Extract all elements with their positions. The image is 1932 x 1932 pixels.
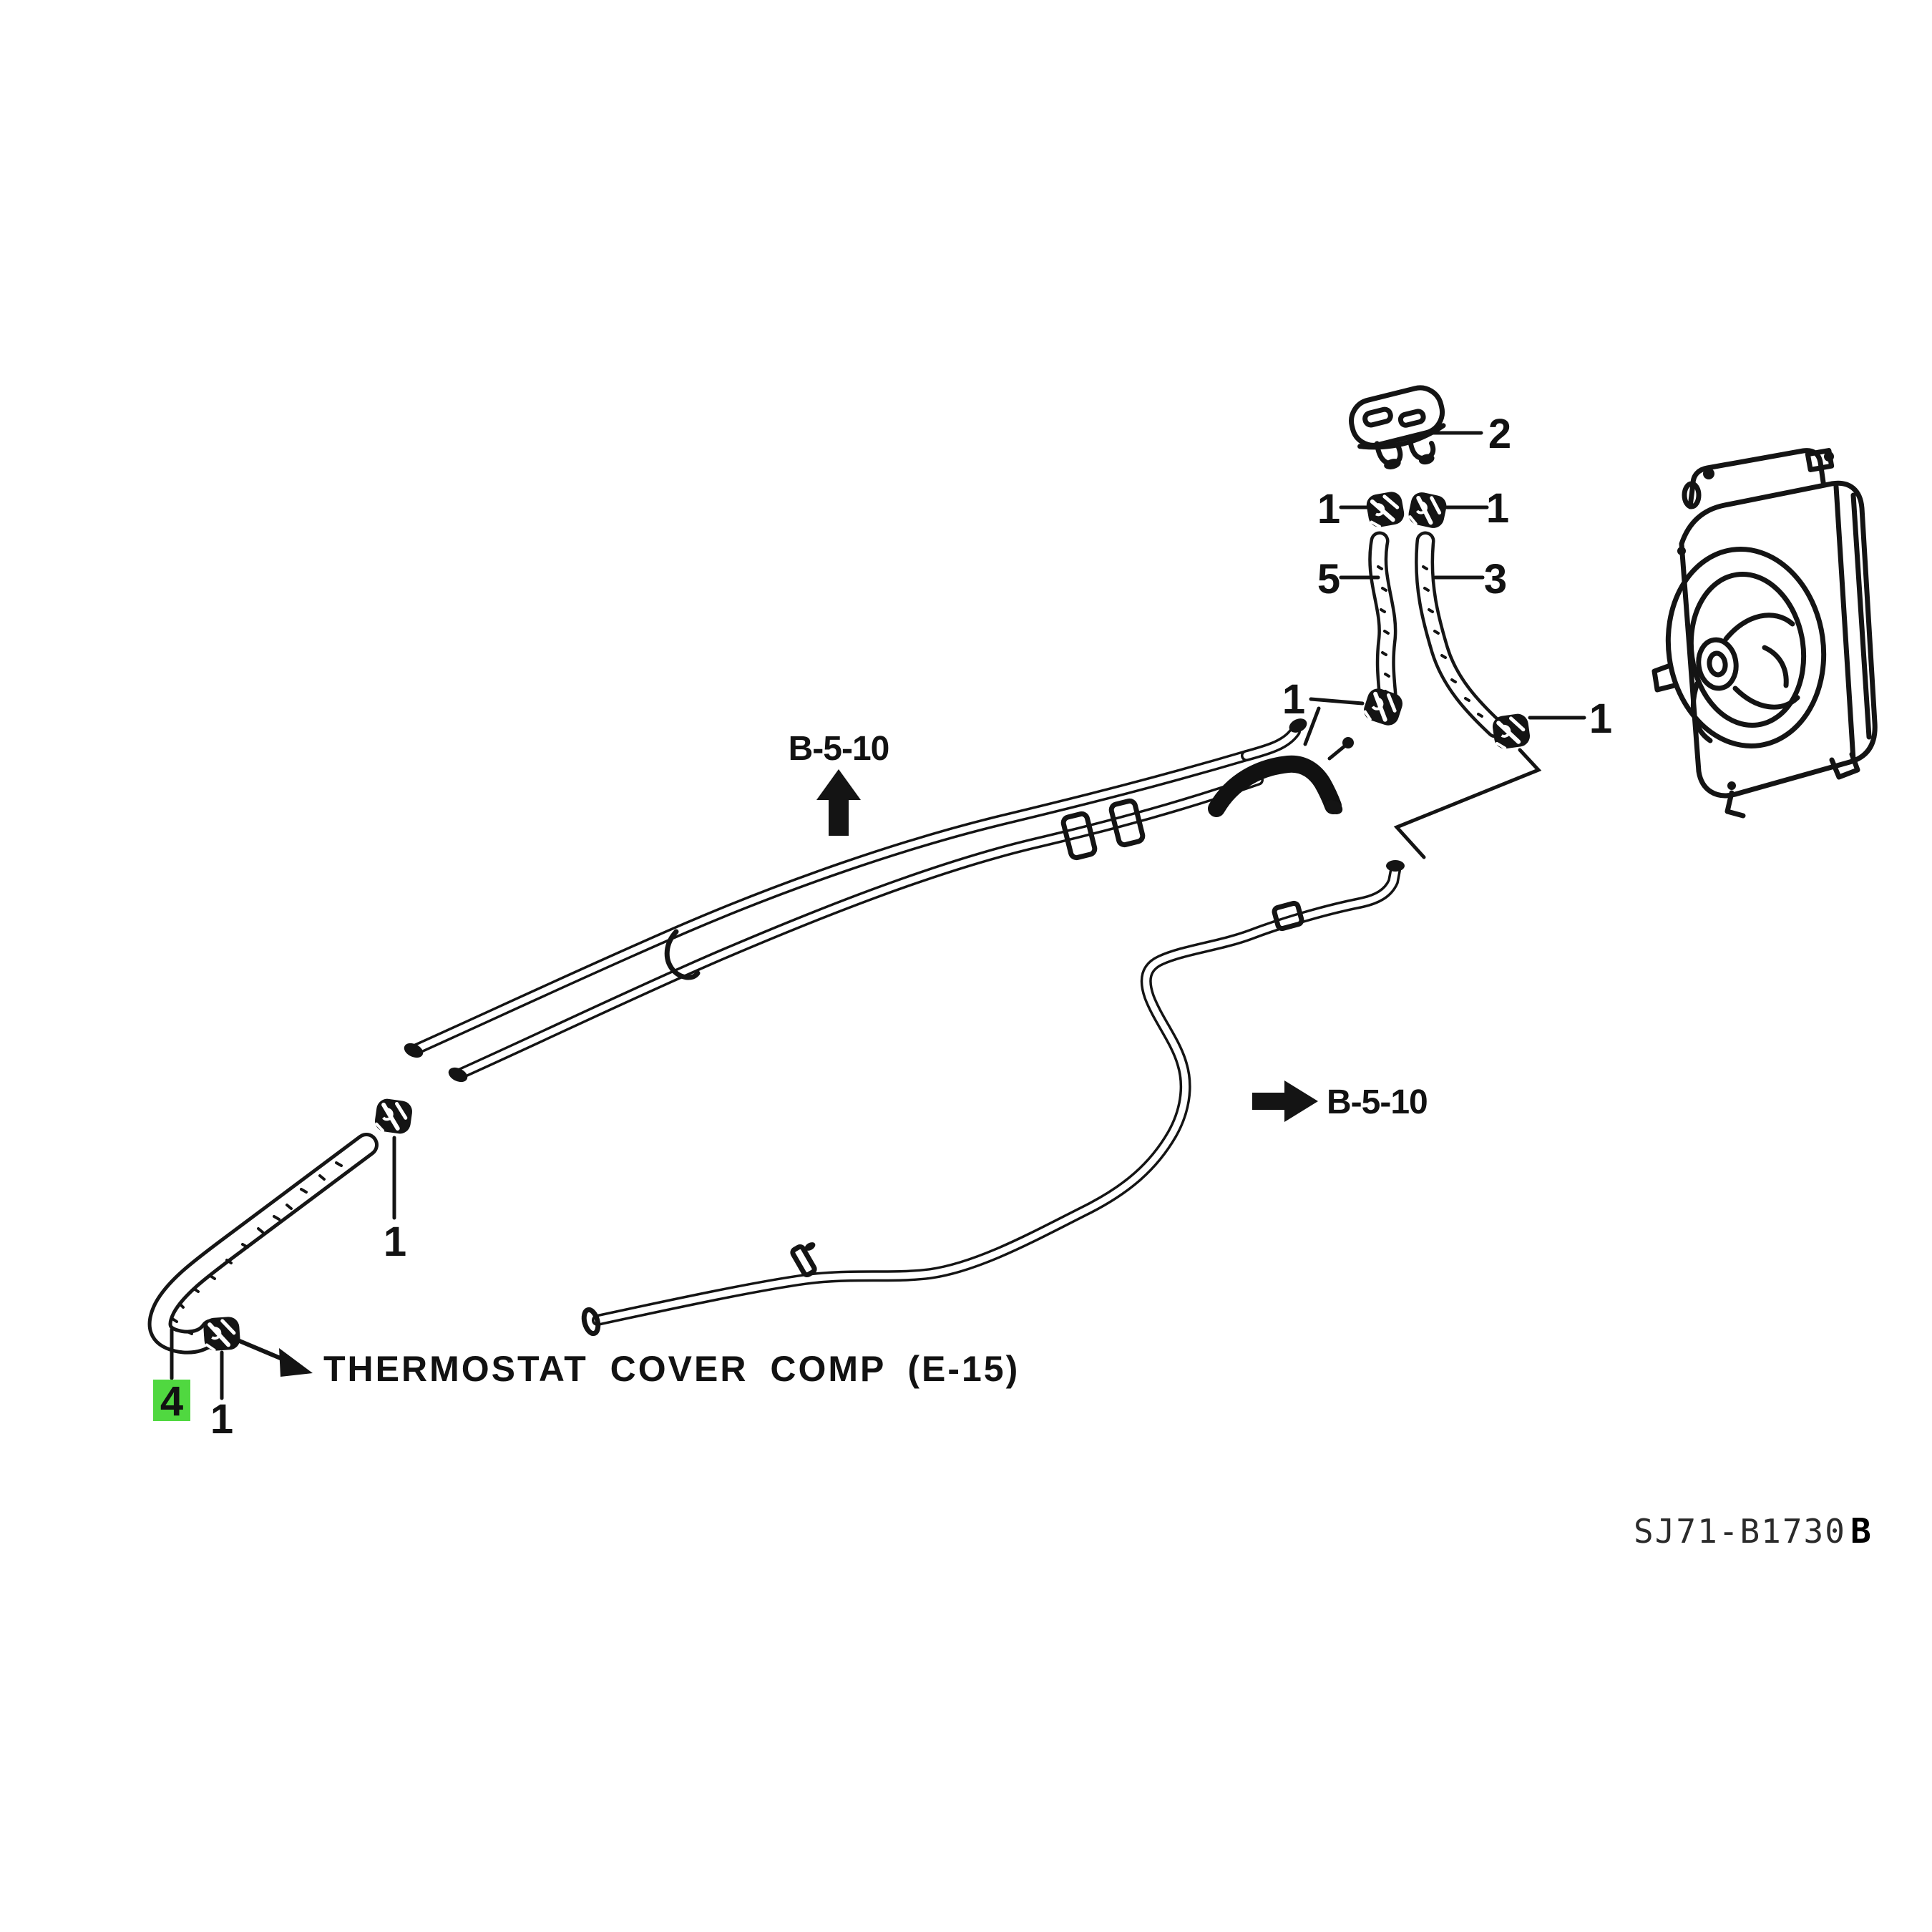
diagram-code-suffix: B [1850, 1511, 1871, 1551]
water-hose-part-4 [147, 1133, 379, 1355]
leader-lines [170, 431, 1586, 1400]
clamp-top-right [1407, 490, 1448, 530]
callout-1-mid-right-label: 1 [1589, 696, 1612, 742]
callout-1-upper-pipe-label: 1 [384, 1219, 406, 1265]
upper-water-pipe-assembly [404, 718, 1354, 1083]
clamp-top-left [1365, 490, 1405, 529]
thermostat-cover-note: THERMOSTAT COVER COMP (E-15) [323, 1349, 1020, 1389]
water-hose-part-3 [1415, 531, 1506, 738]
diagram-code: SJ71-B1730 [1634, 1512, 1846, 1551]
callout-1-top-left-label: 1 [1317, 486, 1340, 532]
clamp-thermostat [203, 1316, 240, 1351]
callout-1-mid-left-label: 1 [1282, 676, 1305, 723]
clamp-mid-left [1361, 686, 1405, 728]
grommet-part-2 [1349, 385, 1446, 469]
ref-label-b-5-10-up: B-5-10 [789, 730, 889, 768]
callout-labels: 2 1 1 5 3 1 1 1 4 1 [160, 411, 1612, 1443]
callout-3-label: 3 [1484, 556, 1507, 602]
leader-arrow-icon [234, 1337, 313, 1377]
lower-water-pipe-assembly [581, 860, 1405, 1337]
clamp-mid-right [1491, 713, 1531, 751]
right-arrow-icon [1252, 1080, 1318, 1122]
hose-3-stipple-texture [1422, 565, 1483, 718]
clamp-upper-pipe-left [374, 1098, 414, 1136]
radiator-fan-shroud [1652, 448, 1878, 819]
up-arrow-icon [816, 769, 861, 836]
hose-4-stipple-texture [171, 1161, 343, 1335]
water-hose-part-5 [1368, 531, 1398, 713]
callout-1-thermostat-label: 1 [210, 1396, 233, 1443]
callout-2-label: 2 [1488, 411, 1511, 457]
highlight-box-part-4 [153, 1380, 190, 1421]
ref-label-b-5-10-right: B-5-10 [1327, 1083, 1428, 1121]
callout-1-top-right-label: 1 [1486, 485, 1509, 532]
callout-5-label: 5 [1317, 556, 1340, 602]
callout-4-highlighted-label: 4 [160, 1378, 183, 1425]
